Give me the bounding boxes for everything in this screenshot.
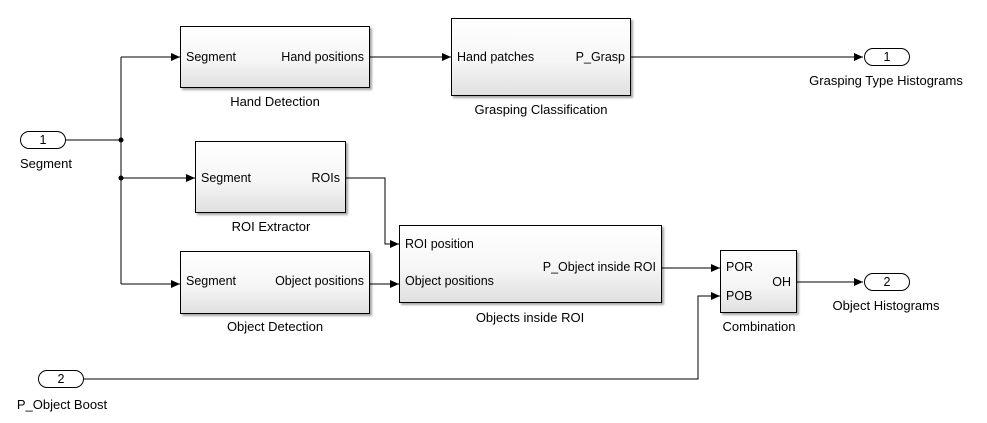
roi-extractor-block[interactable]: Segment ROIs [195, 141, 346, 213]
outport-1-number: 1 [883, 50, 891, 64]
objects-inside-roi-caption: Objects inside ROI [475, 310, 585, 325]
object-detection-caption: Object Detection [226, 319, 324, 334]
combination-output-oh: OH [772, 275, 791, 289]
combination-block[interactable]: POR POB OH [720, 250, 797, 313]
grasping-classification-block[interactable]: Hand patches P_Grasp [451, 18, 631, 96]
outport-2-object-histograms[interactable]: 2 [864, 273, 910, 291]
inport-2-number: 2 [57, 372, 65, 386]
outport-1-label: Grasping Type Histograms [809, 73, 963, 88]
roi-extractor-input-segment: Segment [201, 171, 252, 185]
inport-1-label: Segment [19, 156, 73, 171]
branch-point-upper [118, 137, 124, 143]
signal-p-object-boost[interactable] [84, 292, 720, 380]
object-detection-output-object-positions: Object positions [275, 274, 364, 288]
inport-1-number: 1 [39, 133, 47, 147]
outport-2-number: 2 [883, 275, 891, 289]
objects-inside-roi-output-p-object-inside-roi: P_Object inside ROI [542, 260, 656, 274]
object-detection-input-segment: Segment [186, 274, 237, 288]
grasping-classification-input-hand-patches: Hand patches [457, 50, 535, 64]
hand-detection-input-segment: Segment [186, 50, 237, 64]
outport-1-grasping-type-histograms[interactable]: 1 [864, 48, 910, 66]
outport-2-label: Object Histograms [832, 298, 940, 313]
grasping-classification-output-p-grasp: P_Grasp [575, 50, 625, 64]
combination-input-pob: POB [726, 289, 753, 303]
roi-extractor-caption: ROI Extractor [231, 219, 311, 234]
hand-detection-output-hand-positions: Hand positions [281, 50, 364, 64]
branch-point-middle [118, 175, 124, 181]
inport-2-p-object-boost[interactable]: 2 [38, 370, 84, 388]
signal-rois[interactable] [346, 177, 399, 248]
combination-caption: Combination [722, 319, 796, 334]
inport-2-label: P_Object Boost [16, 397, 108, 412]
hand-detection-caption: Hand Detection [230, 94, 320, 109]
inport-1-segment[interactable]: 1 [20, 131, 66, 149]
grasping-classification-caption: Grasping Classification [474, 102, 608, 117]
objects-inside-roi-input-roi-position: ROI position [405, 237, 474, 251]
hand-detection-block[interactable]: Segment Hand positions [180, 26, 370, 88]
combination-input-por: POR [726, 260, 754, 274]
objects-inside-roi-input-object-positions: Object positions [405, 274, 494, 288]
objects-inside-roi-block[interactable]: ROI position Object positions P_Object i… [399, 225, 662, 303]
object-detection-block[interactable]: Segment Object positions [180, 251, 370, 314]
roi-extractor-output-rois: ROIs [311, 171, 340, 185]
